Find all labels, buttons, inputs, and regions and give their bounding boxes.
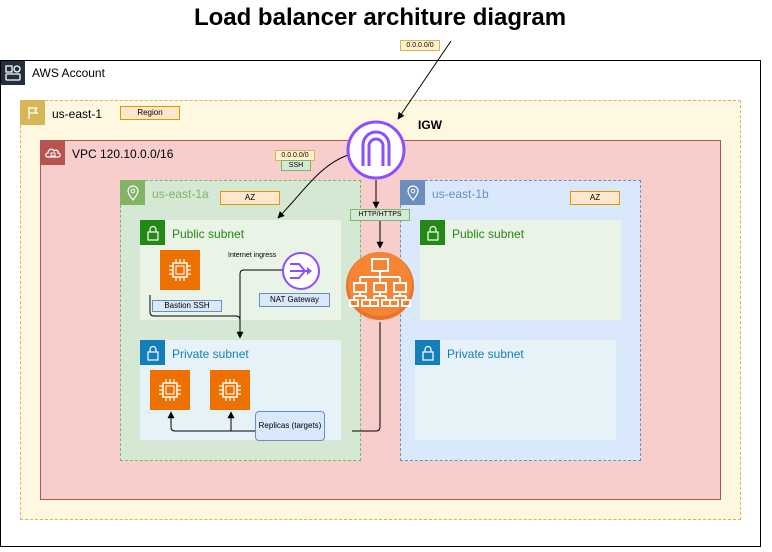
load-balancer-icon[interactable]	[345, 250, 415, 322]
public-subnet-b	[420, 220, 621, 320]
az-a-tag: AZ	[220, 191, 280, 205]
internet-cidr-tag: 0.0.0.0/0	[400, 40, 440, 51]
elb-to-replicas-line	[352, 322, 381, 432]
nat-gateway-tag: NAT Gateway	[259, 293, 330, 307]
private-subnet-b-label: Private subnet	[447, 347, 524, 361]
public-subnet-b-label: Public subnet	[452, 227, 525, 241]
http-https-tag: HTTP/HTTPS	[350, 209, 410, 221]
region-label: us-east-1	[52, 107, 103, 121]
az-a-pin-icon	[120, 180, 145, 205]
private-subnet-b-lock-icon	[415, 340, 440, 365]
bastion-ec2-icon[interactable]	[160, 250, 200, 290]
private-subnet-b	[415, 340, 616, 440]
internet-to-igw-line	[397, 40, 452, 120]
public-subnet-a-label: Public subnet	[172, 227, 245, 241]
az-b-label: us-east-1b	[432, 187, 489, 201]
az-b-pin-icon	[400, 180, 425, 205]
az-a-label: us-east-1a	[152, 187, 209, 201]
region-flag-icon	[20, 100, 45, 125]
diagram-title: Load balancer architure diagram	[193, 4, 567, 31]
internet-gateway-icon[interactable]	[346, 120, 406, 180]
internet-ingress-label: Internet ingress	[228, 252, 277, 259]
region-tag: Region	[120, 106, 180, 120]
igw-to-public-a-line	[277, 154, 349, 219]
replica-ec2-2-icon[interactable]	[210, 370, 250, 410]
az-b-tag: AZ	[570, 191, 620, 205]
vpc-label: VPC 120.10.0.0/16	[72, 147, 174, 161]
private-subnet-a-label: Private subnet	[172, 347, 249, 361]
replicas-targets-tag: Replicas (targets)	[255, 411, 325, 441]
aws-account-icon	[1, 61, 25, 85]
igw-label: IGW	[418, 118, 442, 132]
private-subnet-a-lock-icon	[140, 340, 165, 365]
nat-ingress-line	[239, 269, 282, 320]
ssh-proto-tag: SSH	[281, 160, 311, 171]
vpc-cloud-icon	[40, 140, 65, 165]
replicas-to-instance-1-line	[167, 411, 256, 432]
nat-gateway-icon[interactable]	[281, 251, 321, 291]
aws-account-label: AWS Account	[32, 66, 105, 80]
bastion-ssh-tag: Bastion SSH	[152, 300, 222, 312]
public-subnet-b-lock-icon	[420, 220, 445, 245]
public-subnet-a-lock-icon	[140, 220, 165, 245]
replica-ec2-1-icon[interactable]	[150, 370, 190, 410]
